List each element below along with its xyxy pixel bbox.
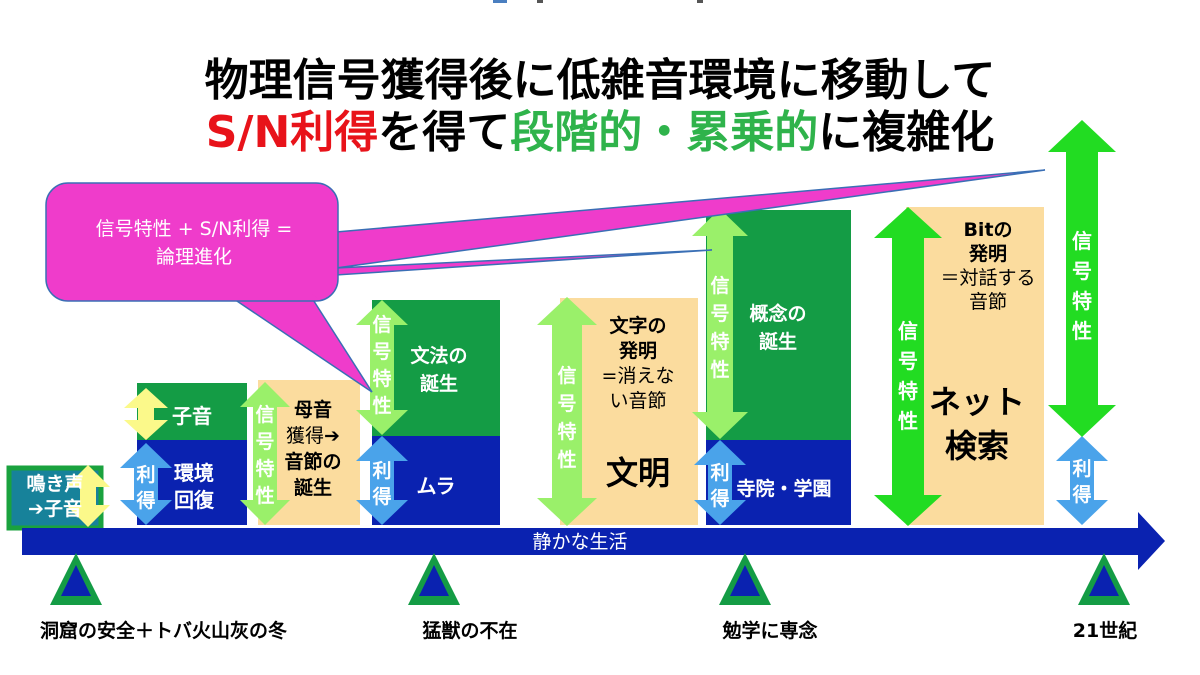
milestone-marker-2 [408, 553, 460, 605]
environment-label: 環境 回復 [174, 461, 214, 512]
timeline-label: 静かな生活 [532, 531, 628, 553]
milestone-marker-4 [1078, 553, 1130, 605]
milestone-label-2: 猛獣の不在 [422, 620, 518, 642]
milestone-label-3: 勉学に専念 [722, 620, 818, 642]
signal-label-3: 信号特性 [557, 365, 577, 471]
signal-label-6: 信号特性 [1072, 229, 1092, 343]
gain-label-4: 利得 [1072, 458, 1092, 506]
title-part-b: を得て [378, 107, 511, 158]
cry-label: 鳴き声 ➔子音 [26, 473, 84, 520]
callout-pointer [225, 294, 373, 393]
consonant-label: 子音 [172, 404, 212, 428]
gain-label-1: 利得 [136, 464, 156, 512]
callout-bubble [45, 182, 339, 302]
grammar-label: 文法の 誕生 [410, 345, 468, 395]
vowel-label: 母音 獲得➔ 音節の 誕生 [284, 399, 342, 499]
signal-label-5: 信号特性 [898, 319, 918, 433]
signal-label-4: 信号特性 [710, 275, 730, 381]
title-part-d: に複雑化 [818, 107, 995, 158]
bit-label: Bitの 発明 ＝対話する 音節 [940, 219, 1036, 313]
title-line-1: 物理信号獲得後に低雑音環境に移動して [204, 55, 996, 106]
gain-label-3: 利得 [710, 462, 730, 510]
village-label: ムラ [416, 474, 456, 498]
signal-label-2: 信号特性 [372, 314, 392, 417]
temple-label: 寺院・学園 [736, 478, 832, 500]
title-stepwise: 段階的・累乗的 [510, 107, 819, 158]
milestone-marker-1 [50, 553, 102, 605]
tan-box-bit [906, 207, 1044, 525]
writing-label: 文字の 発明 =消えな い音節 [601, 315, 675, 412]
signal-label-1: 信号特性 [255, 404, 275, 507]
callout-text: 信号特性 + S/N利得 = 論理進化 [95, 218, 293, 268]
tan-box-writing [560, 298, 698, 525]
milestone-label-4: 21世紀 [1072, 620, 1138, 642]
net-search-label: ネット 検索 [928, 383, 1025, 465]
title-sn-gain: S/N利得 [205, 107, 379, 158]
timeline-arrow [22, 512, 1165, 570]
concept-label: 概念の 誕生 [749, 303, 807, 353]
civilization-label: 文明 [605, 454, 670, 492]
milestone-marker-3 [719, 553, 771, 605]
milestone-label-1: 洞窟の安全＋トバ火山灰の冬 [40, 620, 288, 642]
gain-label-2: 利得 [372, 460, 392, 508]
title-line-2: S/N利得を得て段階的・累乗的に複雑化 [0, 108, 1200, 158]
